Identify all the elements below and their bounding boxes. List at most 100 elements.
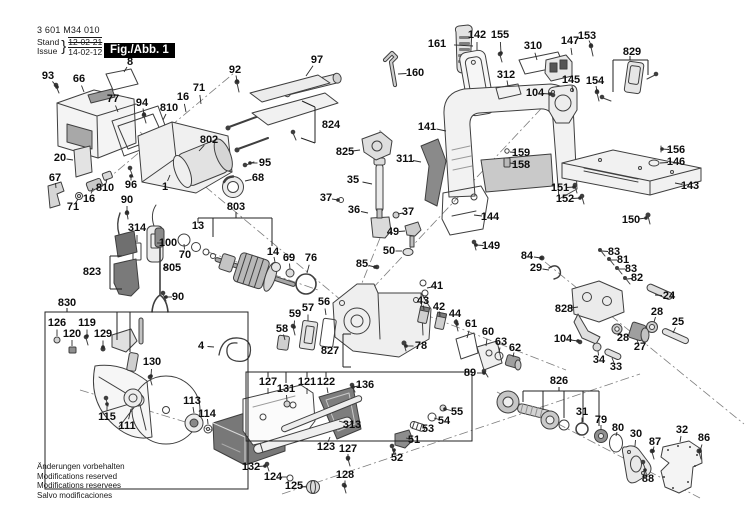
figure-label: Fig./Abb. 1 xyxy=(104,43,175,58)
part-label-92: 92 xyxy=(228,64,242,76)
part-label-310: 310 xyxy=(523,40,543,52)
part-label-824: 824 xyxy=(321,119,341,131)
part-label-147: 147 xyxy=(560,35,580,47)
part-label-161: 161 xyxy=(427,38,447,50)
part-label-94: 94 xyxy=(135,97,149,109)
mount-bracket-drawing xyxy=(441,185,489,251)
part-label-86: 86 xyxy=(697,432,711,444)
part-label-81: 81 xyxy=(616,254,630,266)
part-label-151: 151 xyxy=(550,182,570,194)
part-label-78: 78 xyxy=(414,340,428,352)
part-label-31: 31 xyxy=(575,406,589,418)
part-label-8: 8 xyxy=(126,56,134,68)
part-label-104: 104 xyxy=(553,333,573,345)
part-label-154: 154 xyxy=(585,75,605,87)
blade-drawing xyxy=(420,138,447,207)
part-label-95: 95 xyxy=(258,157,272,169)
part-label-27: 27 xyxy=(633,341,647,353)
part-label-59: 59 xyxy=(288,308,302,320)
part-label-131: 131 xyxy=(276,383,296,395)
part-label-28: 28 xyxy=(616,332,630,344)
part-label-119: 119 xyxy=(78,317,96,329)
part-label-37: 37 xyxy=(401,206,415,218)
part-label-129: 129 xyxy=(93,328,113,340)
part-label-150: 150 xyxy=(621,214,641,226)
superseded-date: 12-02-21 xyxy=(68,37,103,48)
brace-glyph: } xyxy=(61,38,67,55)
part-label-155: 155 xyxy=(490,29,510,41)
part-label-96: 96 xyxy=(124,179,138,191)
part-label-144: 144 xyxy=(480,211,500,223)
part-label-104: 104 xyxy=(525,87,545,99)
part-label-125: 125 xyxy=(284,480,304,492)
part-label-115: 115 xyxy=(98,411,116,423)
part-label-4: 4 xyxy=(197,340,205,352)
part-label-90: 90 xyxy=(120,194,134,206)
leader-lines xyxy=(52,40,703,488)
rod-and-plate-drawings xyxy=(249,72,342,141)
part-label-85: 85 xyxy=(355,258,369,270)
part-label-50: 50 xyxy=(382,245,396,257)
part-label-127: 127 xyxy=(258,376,278,388)
part-label-69: 69 xyxy=(282,252,296,264)
part-label-51: 51 xyxy=(407,434,421,446)
issue-label: Issue xyxy=(37,45,58,56)
part-label-312: 312 xyxy=(496,69,516,81)
part-label-49: 49 xyxy=(386,226,400,238)
part-label-41: 41 xyxy=(430,280,444,292)
part-label-82: 82 xyxy=(630,272,644,284)
part-label-111: 111 xyxy=(118,420,136,432)
part-label-120: 120 xyxy=(62,328,82,340)
part-label-24: 24 xyxy=(662,290,676,302)
cord-and-plug-drawings xyxy=(113,204,169,313)
part-label-803: 803 xyxy=(226,201,246,213)
part-label-14: 14 xyxy=(266,246,280,258)
long-screw-drawings xyxy=(225,115,269,168)
part-label-830: 830 xyxy=(57,297,77,309)
part-label-159: 159 xyxy=(511,147,531,159)
footer-line-es: Salvo modificaciones xyxy=(37,490,113,500)
part-label-16: 16 xyxy=(176,91,190,103)
part-label-42: 42 xyxy=(432,301,446,313)
part-label-79: 79 xyxy=(594,414,608,426)
part-label-121: 121 xyxy=(297,376,317,388)
part-label-34: 34 xyxy=(592,354,606,366)
part-label-84: 84 xyxy=(520,250,534,262)
part-label-122: 122 xyxy=(316,376,336,388)
part-label-156: 156 xyxy=(666,144,686,156)
part-label-13: 13 xyxy=(191,220,205,232)
part-label-36: 36 xyxy=(347,204,361,216)
part-label-80: 80 xyxy=(611,422,625,434)
part-label-66: 66 xyxy=(72,73,86,85)
part-label-33: 33 xyxy=(609,361,623,373)
part-label-56: 56 xyxy=(317,296,331,308)
part-label-141: 141 xyxy=(417,121,437,133)
part-label-314: 314 xyxy=(127,222,147,234)
gear-shaft-drawing xyxy=(389,390,703,494)
part-label-826: 826 xyxy=(549,375,569,387)
stator-drawing xyxy=(172,138,233,188)
stand-label: Stand xyxy=(37,37,60,47)
part-label-124: 124 xyxy=(263,471,283,483)
part-label-90: 90 xyxy=(171,291,185,303)
part-label-825: 825 xyxy=(335,146,355,158)
part-label-93: 93 xyxy=(41,70,55,82)
bracket-drawing xyxy=(47,181,65,209)
part-label-160: 160 xyxy=(405,67,425,79)
part-label-313: 313 xyxy=(342,419,362,431)
part-label-152: 152 xyxy=(555,193,575,205)
part-label-71: 71 xyxy=(192,82,206,94)
part-label-130: 130 xyxy=(142,356,162,368)
pad-drawing xyxy=(105,68,139,91)
part-label-158: 158 xyxy=(511,159,531,171)
footer-line-fr: Modifications reservees xyxy=(37,481,122,490)
part-label-123: 123 xyxy=(316,441,336,453)
parts-drawings xyxy=(47,24,703,494)
part-label-311: 311 xyxy=(396,153,414,165)
part-label-145: 145 xyxy=(561,74,581,86)
part-label-83: 83 xyxy=(607,246,621,258)
part-label-810: 810 xyxy=(95,182,115,194)
part-label-44: 44 xyxy=(448,308,462,320)
